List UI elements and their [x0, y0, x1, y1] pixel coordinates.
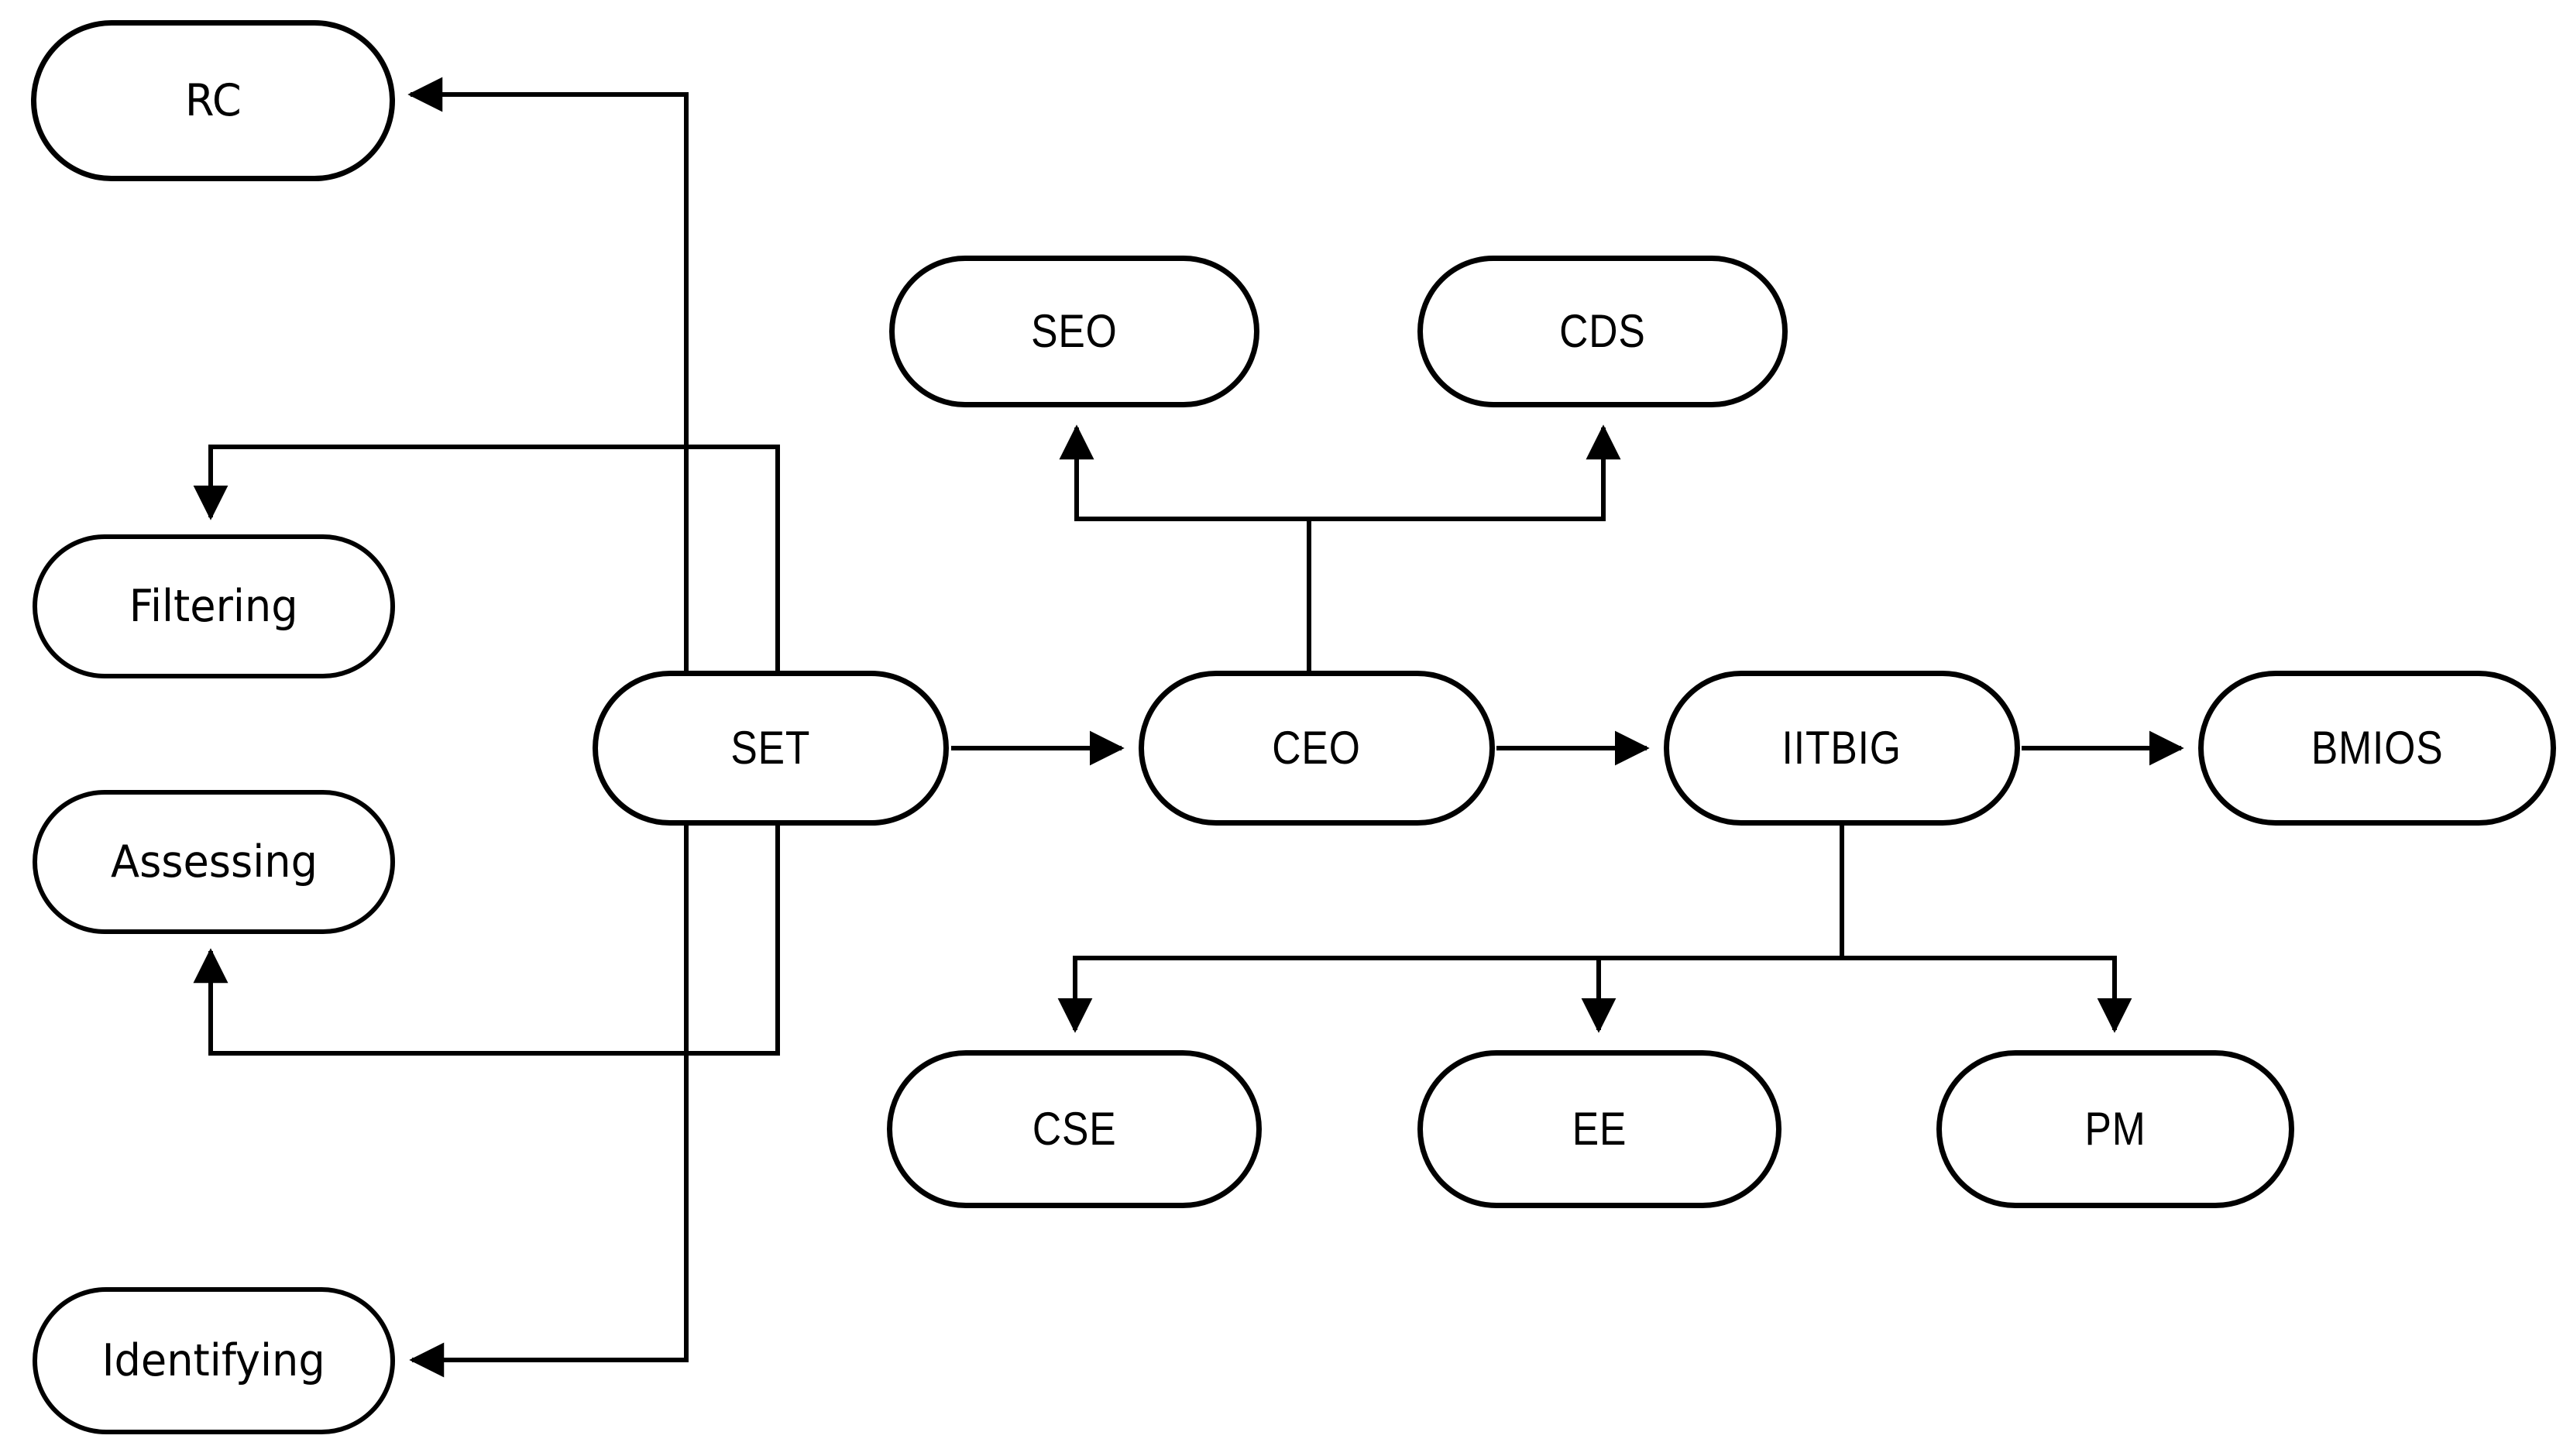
- node-pm[interactable]: PM: [1936, 1050, 2294, 1208]
- node-seo[interactable]: SEO: [889, 256, 1259, 407]
- node-filtering[interactable]: Filtering: [33, 534, 395, 678]
- node-ee-label: EE: [1572, 1103, 1627, 1155]
- node-pm-label: PM: [2084, 1103, 2146, 1155]
- node-rc[interactable]: RC: [31, 20, 395, 181]
- node-filtering-label: Filtering: [129, 580, 298, 632]
- edge-set-to-identifying: [409, 826, 689, 1378]
- node-ee[interactable]: EE: [1417, 1050, 1781, 1208]
- node-ceo-label: CEO: [1272, 722, 1362, 774]
- edge-iitbig-to-ee: [1581, 956, 1842, 1033]
- node-iitbig[interactable]: IITBIG: [1664, 671, 2020, 826]
- node-assessing[interactable]: Assessing: [33, 790, 395, 934]
- node-ceo[interactable]: CEO: [1139, 671, 1495, 826]
- node-identifying-label: Identifying: [101, 1334, 326, 1386]
- node-cds-label: CDS: [1559, 305, 1646, 357]
- node-set[interactable]: SET: [593, 671, 949, 826]
- node-rc-label: RC: [184, 74, 242, 126]
- node-bmios[interactable]: BMIOS: [2198, 671, 2556, 826]
- node-bmios-label: BMIOS: [2311, 722, 2444, 774]
- edge-set-to-rc: [407, 77, 689, 671]
- edge-iitbig-to-cse: [1057, 956, 1842, 1033]
- node-iitbig-label: IITBIG: [1781, 722, 1902, 774]
- node-cse[interactable]: CSE: [887, 1050, 1262, 1208]
- node-cds[interactable]: CDS: [1417, 256, 1788, 407]
- node-assessing-label: Assessing: [110, 836, 318, 888]
- node-cse-label: CSE: [1032, 1103, 1117, 1155]
- node-identifying[interactable]: Identifying: [33, 1287, 395, 1434]
- node-seo-label: SEO: [1031, 305, 1118, 357]
- edge-ceo-to-seo: [1059, 424, 1309, 521]
- edge-ceo-to-cds: [1309, 424, 1621, 521]
- edge-iitbig-to-pm: [1842, 956, 2132, 1033]
- node-set-label: SET: [730, 722, 811, 774]
